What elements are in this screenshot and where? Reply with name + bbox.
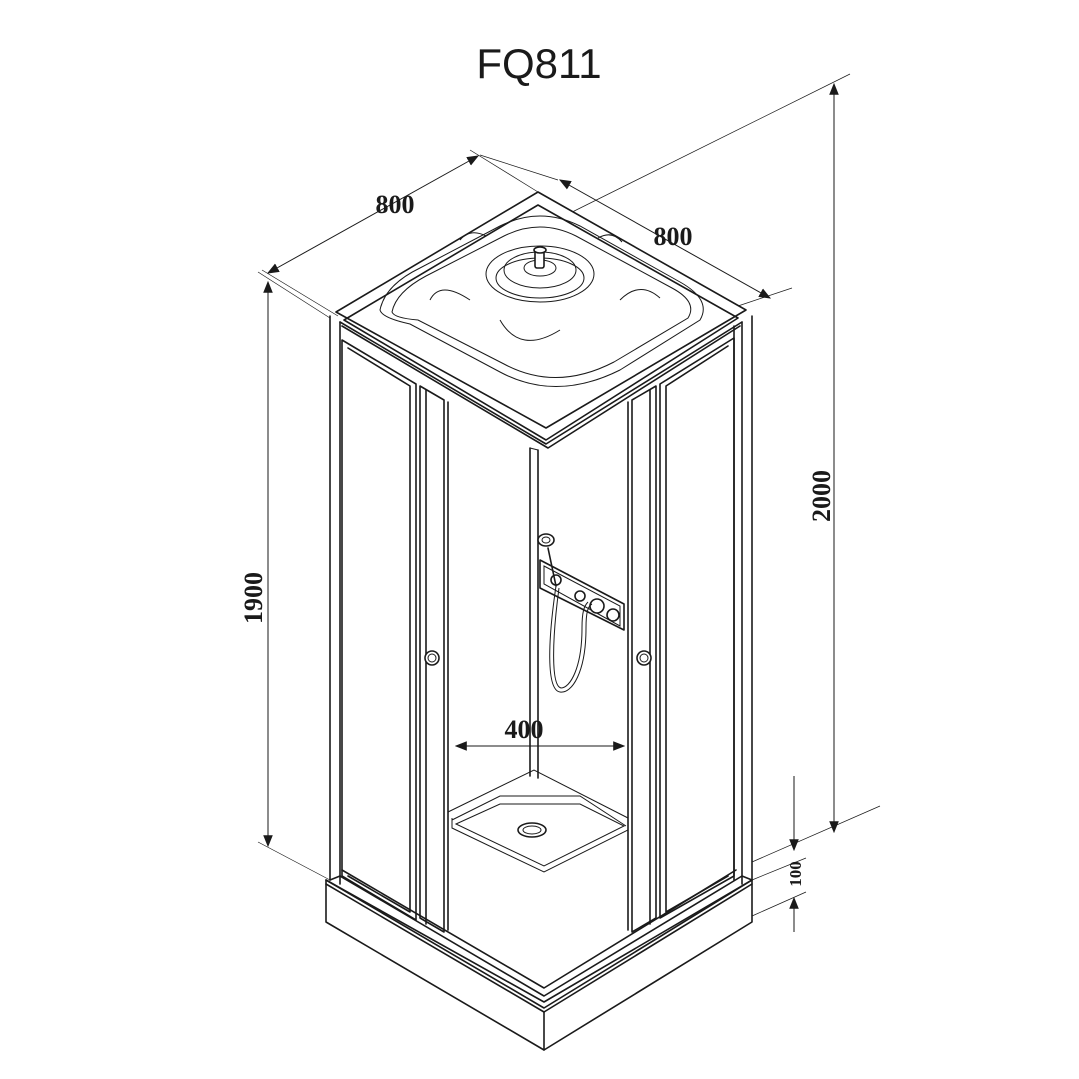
dim-height-cabin: 1900 [239, 271, 331, 881]
left-door-handle [424, 650, 440, 666]
dim-width-right-label: 800 [654, 222, 693, 251]
right-door-handle [636, 650, 652, 666]
shower-panel [537, 533, 625, 693]
dim-height-total-label: 2000 [807, 470, 836, 522]
hand-shower-icon [537, 533, 555, 547]
cabin-body [329, 315, 753, 933]
dim-door-opening-label: 400 [505, 715, 544, 744]
dim-height-cabin-label: 1900 [239, 572, 268, 624]
model-title: FQ811 [476, 40, 601, 87]
dim-width-left-label: 800 [376, 190, 415, 219]
dim-door-opening: 400 [454, 715, 626, 751]
roof [335, 191, 747, 449]
dim-width-left: 800 [261, 149, 539, 317]
dim-tray-height-label: 100 [786, 861, 805, 887]
shower-tray [325, 869, 753, 1051]
dim-width-right: 800 [479, 154, 793, 307]
dim-height-total: 2000 [539, 73, 881, 863]
dim-tray-height: 100 [751, 776, 807, 932]
